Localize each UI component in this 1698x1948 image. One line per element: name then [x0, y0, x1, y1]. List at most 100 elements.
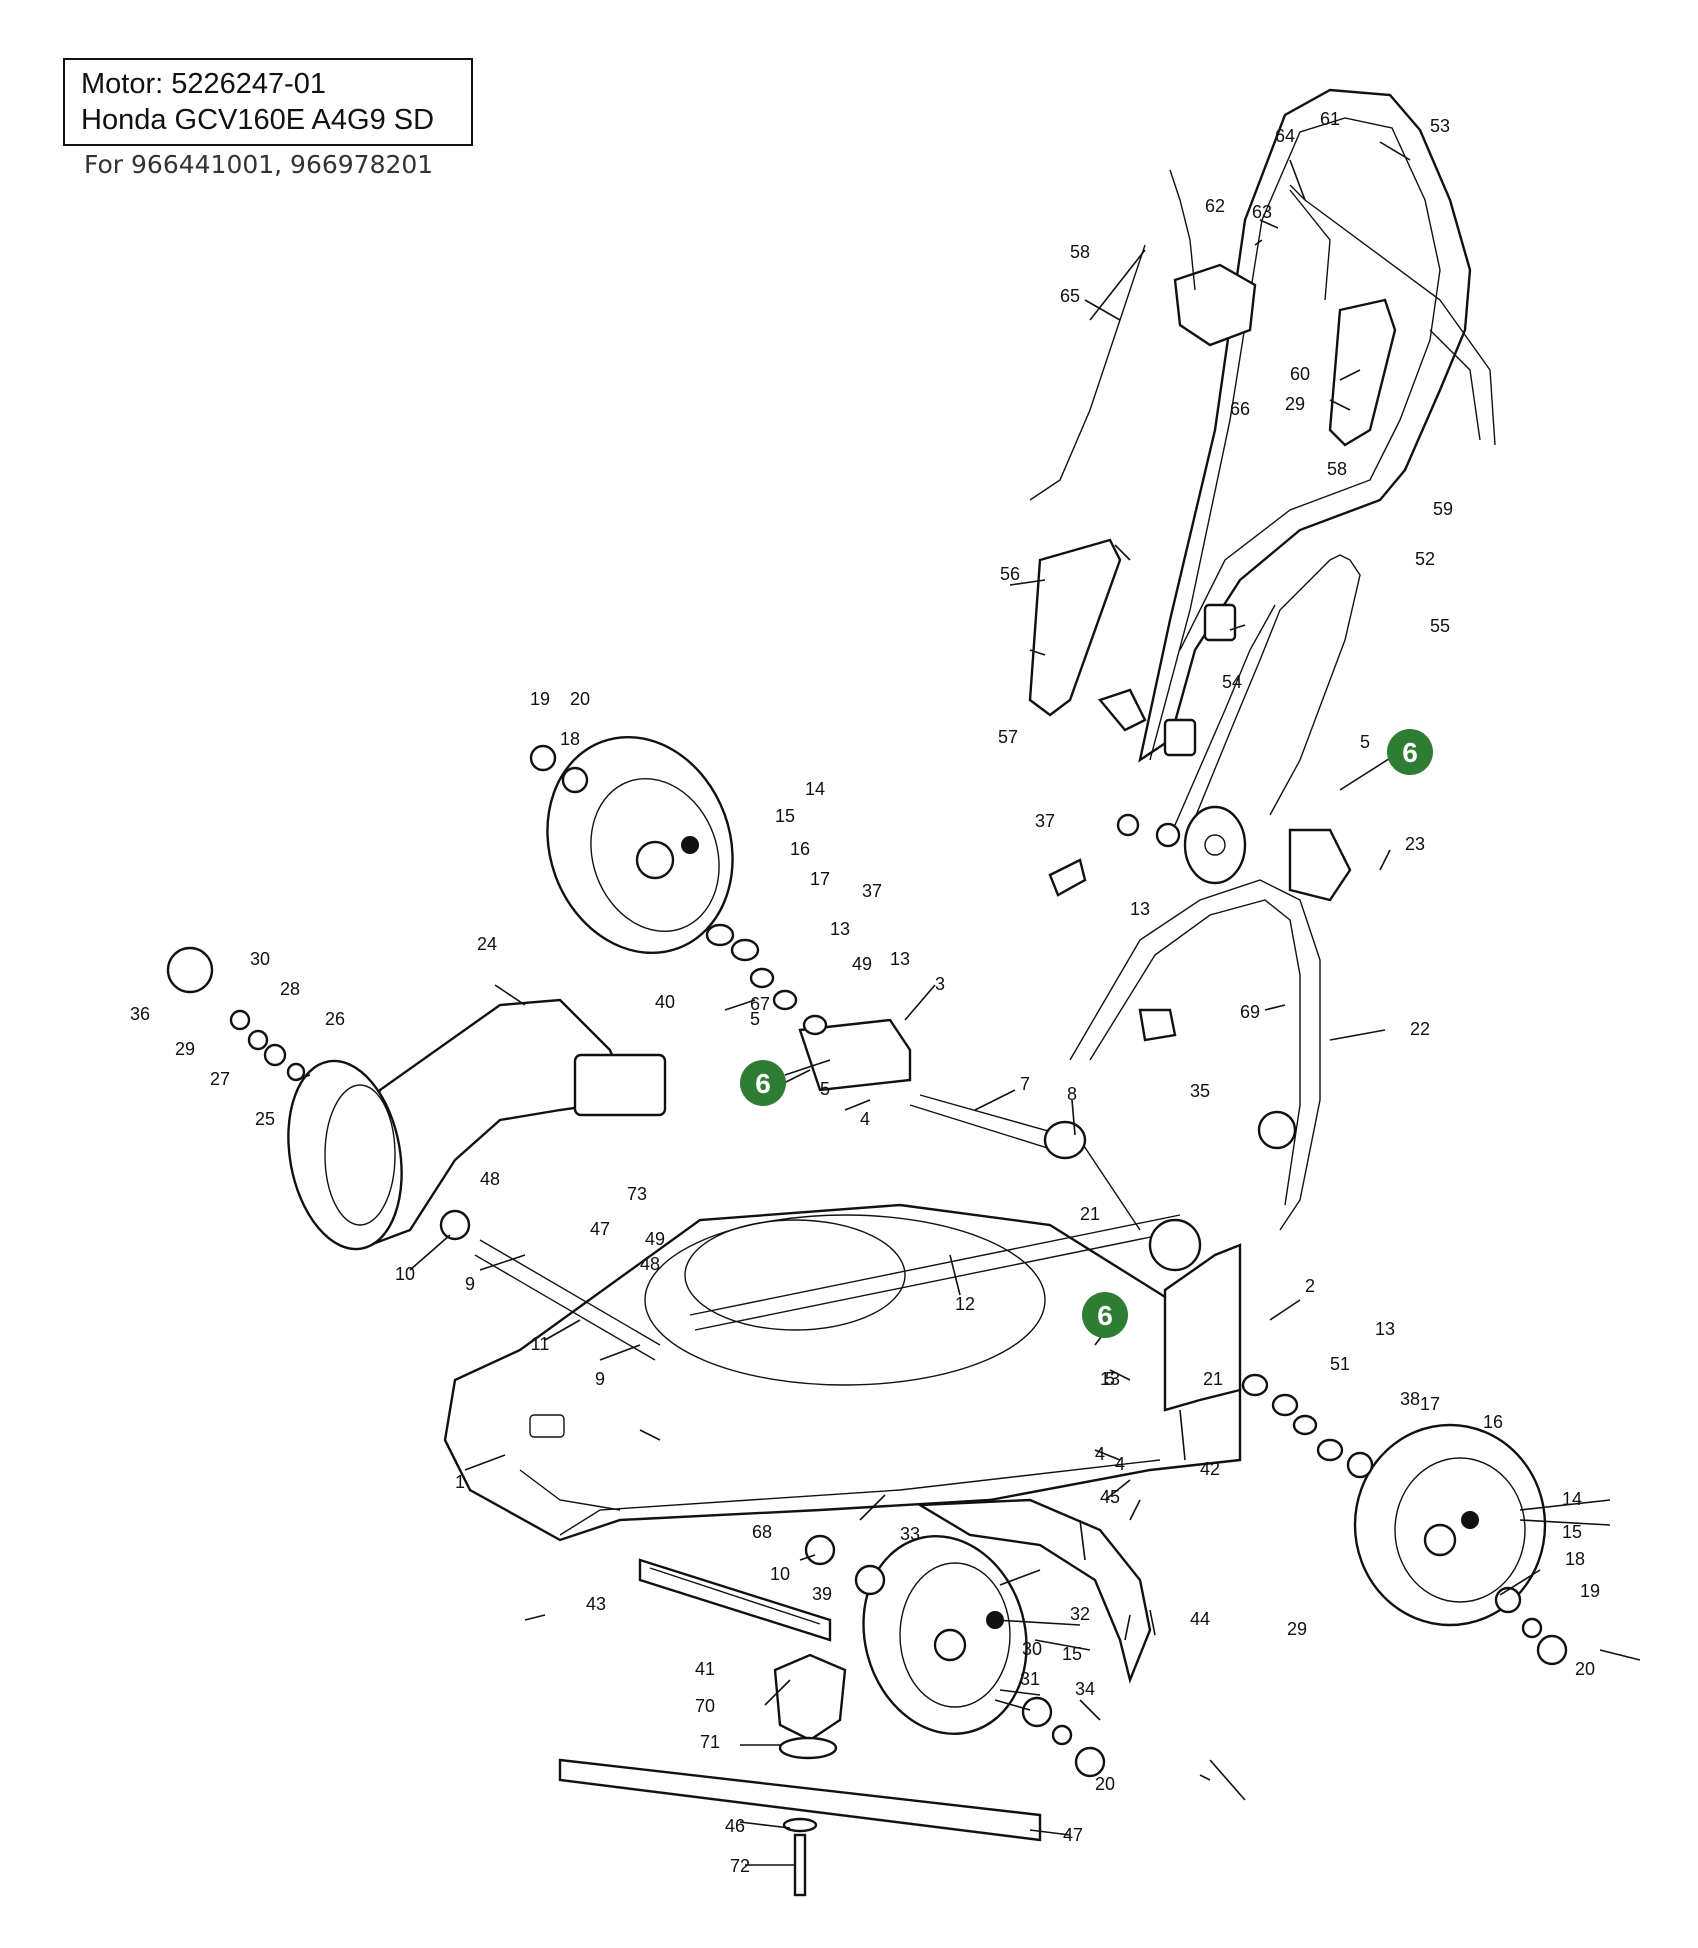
callout-28: 28: [280, 979, 300, 999]
callout-58: 58: [1327, 459, 1347, 479]
callout-14: 14: [805, 779, 825, 799]
wheel-rear-left: [546, 735, 734, 955]
wheel-rear-right: [1353, 1423, 1547, 1627]
callout-19: 19: [1580, 1581, 1600, 1601]
callout-14: 14: [1562, 1489, 1582, 1509]
callout-53: 53: [1430, 116, 1450, 136]
callout-47: 47: [590, 1219, 610, 1239]
callout-65: 65: [1060, 286, 1080, 306]
callout-4: 4: [860, 1109, 870, 1129]
callout-59: 59: [1433, 499, 1453, 519]
callout-34: 34: [1075, 1679, 1095, 1699]
callout-44: 44: [1190, 1609, 1210, 1629]
callout-48: 48: [640, 1254, 660, 1274]
callout-15: 15: [1062, 1644, 1082, 1664]
mower-deck: [443, 1203, 1242, 1542]
callout-33: 33: [900, 1524, 920, 1544]
wheel-front-left: [287, 1059, 403, 1251]
callout-4: 4: [1115, 1454, 1125, 1474]
badge-6-lower: 6: [1082, 1292, 1128, 1346]
callout-7: 7: [1020, 1074, 1030, 1094]
callout-23: 23: [1405, 834, 1425, 854]
motor-info-box: Motor: 5226247-01 Honda GCV160E A4G9 SD: [63, 58, 473, 146]
callout-11: 11: [531, 1334, 550, 1354]
callout-12: 12: [955, 1294, 975, 1314]
motor-part-number: Motor: 5226247-01: [81, 68, 327, 100]
callout-66: 66: [1230, 399, 1250, 419]
callout-30: 30: [1022, 1639, 1042, 1659]
callout-43: 43: [586, 1594, 606, 1614]
engine-model: Honda GCV160E A4G9 SD: [81, 104, 435, 136]
callout-63: 63: [1252, 202, 1272, 222]
callout-5: 5: [820, 1079, 830, 1099]
callout-26: 26: [325, 1009, 345, 1029]
callout-29: 29: [1287, 1619, 1307, 1639]
callout-61: 61: [1320, 109, 1340, 129]
callout-21: 21: [1080, 1204, 1100, 1224]
blade-assembly: [558, 1558, 1042, 1897]
callout-16: 16: [790, 839, 810, 859]
callout-39: 39: [812, 1584, 832, 1604]
callout-30: 30: [250, 949, 270, 969]
callout-57: 57: [998, 727, 1018, 747]
callout-60: 60: [1290, 364, 1310, 384]
callout-5: 5: [750, 1009, 760, 1029]
callout-49: 49: [645, 1229, 665, 1249]
callout-17: 17: [1420, 1394, 1440, 1414]
starter-rope: [1169, 169, 1196, 291]
callout-37: 37: [862, 881, 882, 901]
callout-20: 20: [570, 689, 590, 709]
callout-71: 71: [700, 1732, 720, 1752]
callout-29: 29: [1285, 394, 1305, 414]
callout-1: 1: [455, 1472, 465, 1492]
callout-3: 3: [935, 974, 945, 994]
drive-cover: [343, 998, 667, 1247]
callout-10: 10: [395, 1264, 415, 1284]
callout-47: 47: [1063, 1825, 1083, 1845]
callout-13: 13: [830, 919, 850, 939]
callout-45: 45: [1100, 1487, 1120, 1507]
callout-55: 55: [1430, 616, 1450, 636]
callout-51: 51: [1330, 1354, 1350, 1374]
callout-69: 69: [1240, 1002, 1260, 1022]
callout-64: 64: [1275, 126, 1295, 146]
callout-32: 32: [1070, 1604, 1090, 1624]
callout-22: 22: [1410, 1019, 1430, 1039]
callout-62: 62: [1205, 196, 1225, 216]
callout-10: 10: [770, 1564, 790, 1584]
callout-16: 16: [1483, 1412, 1503, 1432]
wheel-front-right: [862, 1535, 1028, 1735]
callout-17: 17: [810, 869, 830, 889]
side-chute: [915, 1498, 1152, 1684]
badge-6-center: 6: [740, 1059, 831, 1106]
callout-29: 29: [175, 1039, 195, 1059]
callout-40: 40: [655, 992, 675, 1012]
callout-8: 8: [1067, 1084, 1077, 1104]
callout-13: 13: [1130, 899, 1150, 919]
callout-20: 20: [1095, 1774, 1115, 1794]
badge-label: 6: [1097, 1300, 1113, 1331]
callout-49: 49: [852, 954, 872, 974]
callout-13: 13: [1100, 1369, 1120, 1389]
control-cable: [1029, 244, 1146, 501]
rear-plate: [1163, 1243, 1242, 1412]
callout-25: 25: [255, 1109, 275, 1129]
callout-9: 9: [595, 1369, 605, 1389]
callout-36: 36: [130, 1004, 150, 1024]
callout-35: 35: [1190, 1081, 1210, 1101]
callout-20: 20: [1575, 1659, 1595, 1679]
callout-54: 54: [1222, 672, 1242, 692]
callout-72: 72: [730, 1856, 750, 1876]
badge-6-right: 6: [1339, 729, 1433, 791]
upper-handle: [1138, 88, 1496, 763]
callout-58: 58: [1070, 242, 1090, 262]
callout-70: 70: [695, 1696, 715, 1716]
callout-13: 13: [890, 949, 910, 969]
callout-24: 24: [477, 934, 497, 954]
callout-31: 31: [1020, 1669, 1040, 1689]
callout-48: 48: [480, 1169, 500, 1189]
callout-67: 67: [750, 994, 770, 1014]
